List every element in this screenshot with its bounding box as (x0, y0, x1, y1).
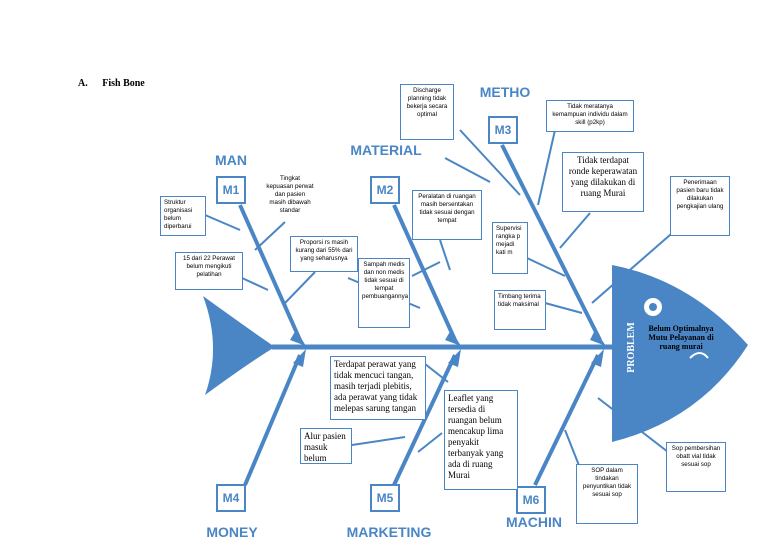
cause-proporsi: Proporsi rs masih kurang dari 55% dari y… (290, 236, 358, 272)
category-man-box: M1 (216, 176, 246, 204)
bone-method (500, 144, 602, 341)
cause-timbang-terima: Timbang terima tidak maksimal (494, 290, 546, 330)
arrowheads (290, 330, 606, 367)
category-method-box: M3 (488, 116, 518, 144)
cause-perawat-pelatihan: 15 dari 22 Perawat belum mengikuti pelat… (175, 252, 243, 290)
cause-tidak-meratanya: Tidak meratanya kemampuan individu dalam… (546, 100, 634, 132)
category-material-box: M2 (370, 176, 400, 204)
problem-statement: Belum Optimalnya Mutu Pelayanan di ruang… (648, 324, 714, 351)
cause-ronde-keperawatan: Tidak terdapat ronde keperawatan yang di… (562, 152, 644, 212)
cause-tingkat-kepuasan: Tingkat kepuasan perwat dan pasien masih… (262, 172, 318, 218)
bone-material (392, 204, 457, 341)
cause-leaflet: Leaflet yang tersedia di ruangan belum m… (444, 390, 518, 490)
bone-money (243, 354, 302, 486)
category-material-label: MATERIAL S (350, 142, 422, 158)
cause-peralatan: Peralatan di ruangan masih bersentakan t… (412, 190, 482, 240)
category-machine-box: M6 (516, 486, 546, 514)
cause-lines (204, 129, 679, 469)
bone-machine (533, 354, 600, 486)
problem-label: PROBLEM (625, 321, 637, 373)
category-money-box: M4 (216, 484, 246, 512)
category-marketing-label: MARKETING (346, 524, 432, 540)
section-title: Fish Bone (102, 78, 145, 89)
category-marketing-box: M5 (370, 484, 400, 512)
category-man-label: MAN (215, 152, 247, 168)
cause-alur-pasien: Alur pasien masuk belum tersedia (300, 428, 352, 464)
cause-penerimaan-pasien: Penerimaan pasien baru tidak dilakukan p… (670, 176, 730, 236)
bone-man (238, 204, 302, 341)
category-machine-label: MACHIN E (506, 514, 562, 530)
cause-struktur-organisasi: Struktur organisasi belum diperbarui (160, 196, 206, 236)
cause-sampah-medis: Sampah medis dan non medis tidak sesuai … (358, 258, 410, 328)
cause-supervisi: Supervisi rangka p mejadi kati m (492, 222, 528, 274)
section-heading: A. Fish Bone (78, 78, 145, 89)
category-method-label: METHO D (479, 84, 531, 100)
cause-sop-pembersihan: Sop pembersihan obatt vial tidak sesuai … (666, 442, 726, 492)
main-bones (238, 144, 602, 486)
category-money-label: MONEY (206, 524, 258, 540)
section-number: A. (78, 78, 88, 89)
cause-mencuci-tangan: Terdapat perawat yang tidak mencuci tang… (330, 356, 426, 420)
fish-tail (203, 296, 275, 395)
cause-sop-tindakan: SOP dalam tindakan penyuntikan tidak ses… (576, 464, 638, 524)
cause-discharge-planning: Discharge planning tidak bekerja secara … (400, 84, 454, 140)
bone-marketing (392, 354, 457, 486)
